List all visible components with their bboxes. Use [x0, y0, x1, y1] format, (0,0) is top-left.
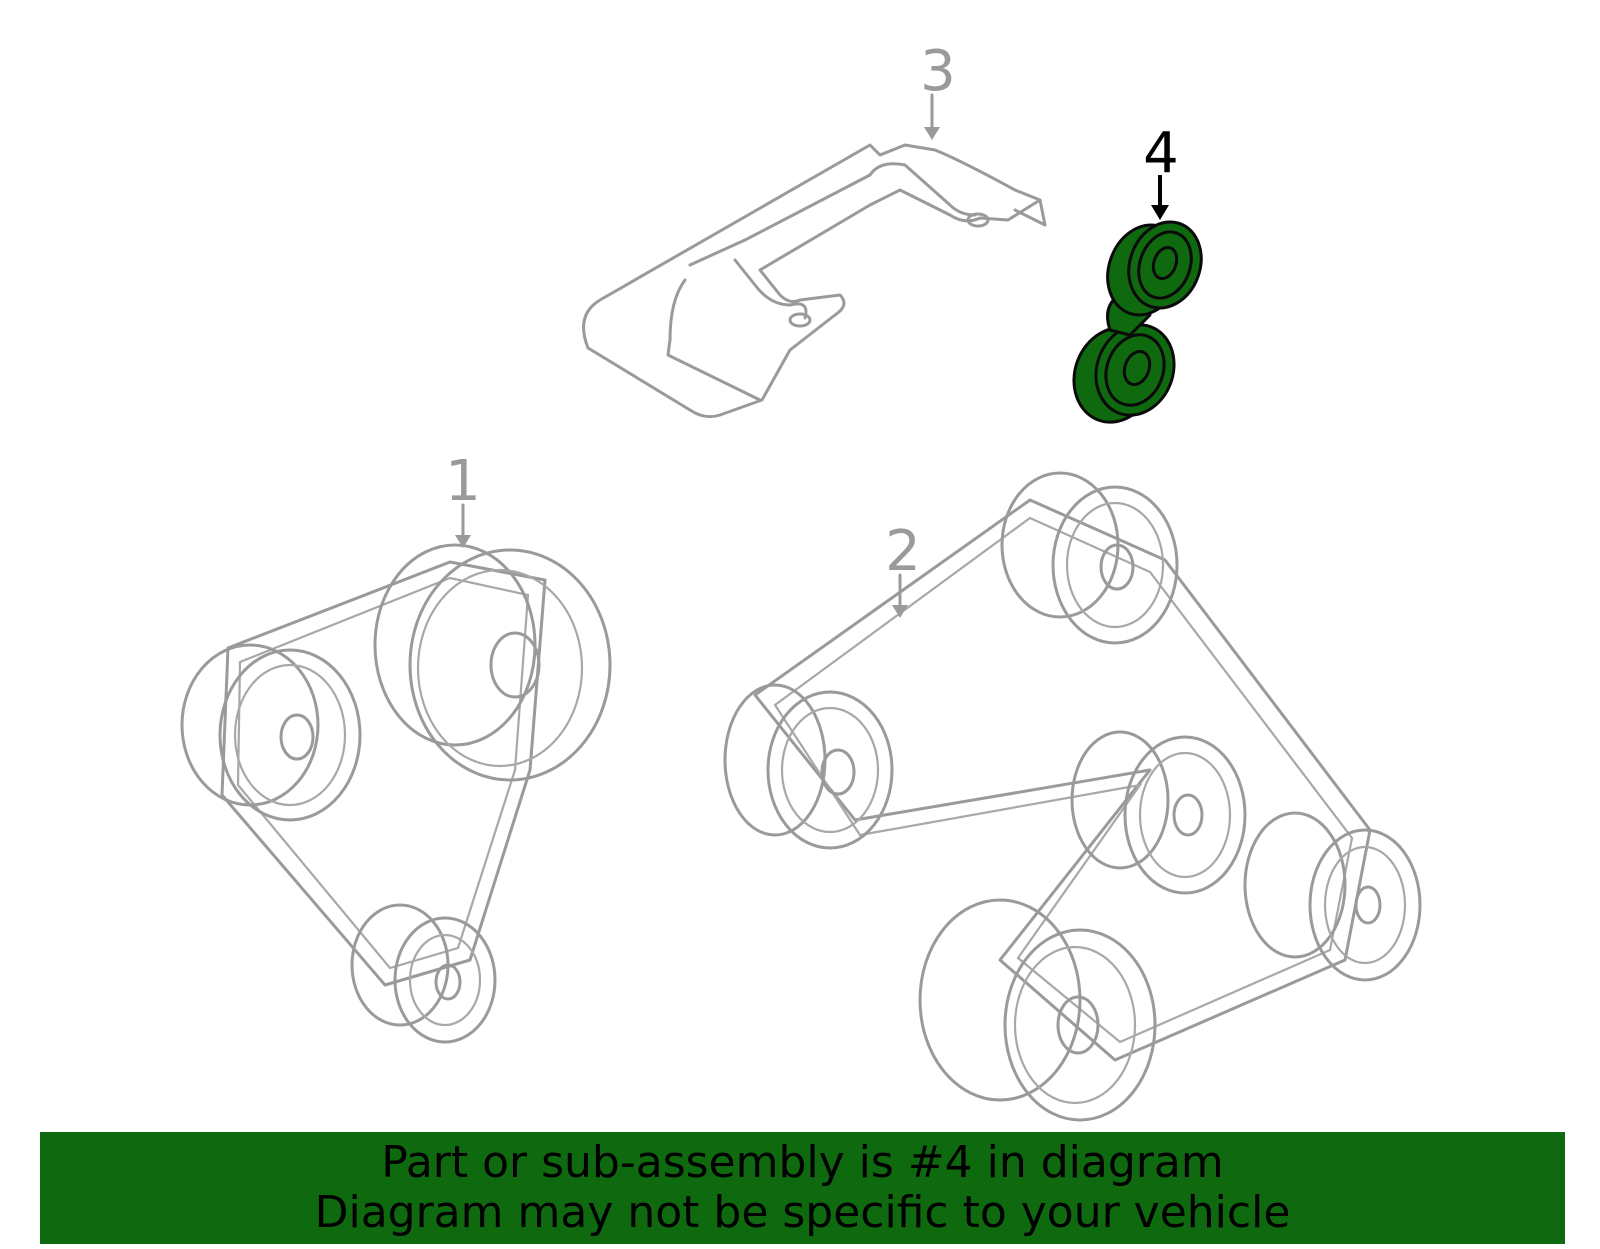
callout-3: 3 — [920, 39, 956, 104]
part-1-belt-system — [180, 543, 612, 1044]
banner-line-2: Diagram may not be specific to your vehi… — [314, 1187, 1291, 1238]
callout-4[interactable]: 4 — [1143, 121, 1179, 186]
callout-2: 2 — [885, 519, 921, 584]
banner-background — [40, 1132, 1565, 1244]
banner-line-1: Part or sub-assembly is #4 in diagram — [381, 1137, 1224, 1188]
callout-1: 1 — [445, 449, 481, 514]
part-4-pulley — [1072, 220, 1203, 424]
part-3-belt-cover — [582, 143, 1047, 419]
part-2-belt-system — [723, 471, 1422, 1122]
info-banner: Part or sub-assembly is #4 in diagram Di… — [40, 1132, 1565, 1244]
